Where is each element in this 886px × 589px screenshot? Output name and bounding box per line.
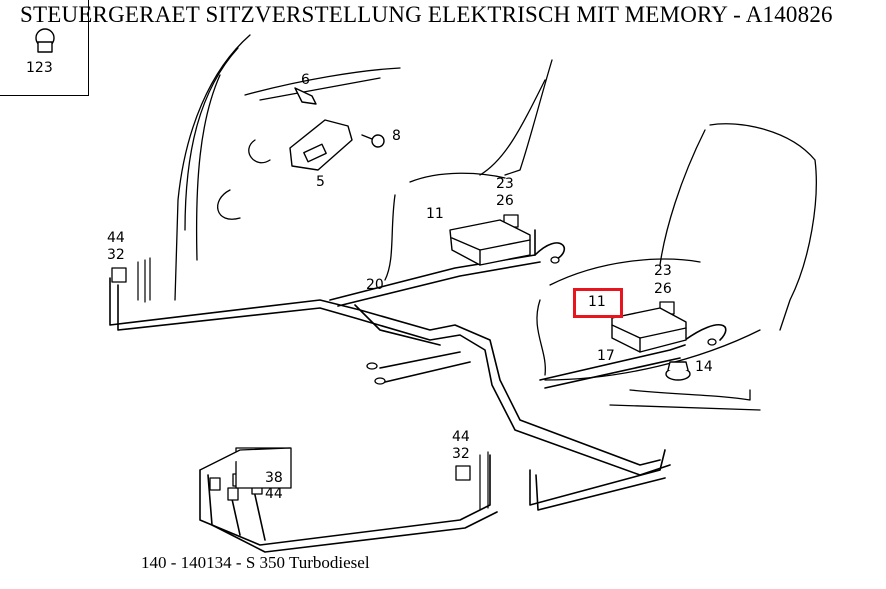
callout-5[interactable]: 5 [316,174,325,190]
callout-23-upper[interactable]: 23 [496,176,514,192]
connectors [111,214,717,501]
front-seat-outline [384,59,553,281]
callout-32-left[interactable]: 32 [107,247,125,263]
callout-32-middle[interactable]: 32 [452,446,470,462]
callout-14[interactable]: 14 [695,359,713,375]
model-caption: 140 - 140134 - S 350 Turbodiesel [141,553,370,572]
inset-part-number: 123 [26,60,53,76]
inset-frame [0,0,89,96]
switch-assembly [289,87,385,171]
grommet [665,361,691,381]
selected-part-highlight [573,288,623,318]
control-unit-lower [611,307,687,353]
callout-6[interactable]: 6 [301,72,310,88]
callout-44-left[interactable]: 44 [107,230,125,246]
callout-38[interactable]: 38 [265,470,283,486]
callout-44-bottom[interactable]: 44 [265,486,283,502]
callout-20[interactable]: 20 [366,277,384,293]
callout-26-lower[interactable]: 26 [654,281,672,297]
callout-11-upper[interactable]: 11 [426,206,444,222]
diagram-title: STEUERGERAET SITZVERSTELLUNG ELEKTRISCH … [20,2,833,27]
clip-icon [35,28,55,53]
callout-44-middle[interactable]: 44 [452,429,470,445]
callout-23-lower[interactable]: 23 [654,263,672,279]
door-outline [174,34,401,301]
harness-main [109,229,727,553]
control-unit-upper [449,219,531,266]
cable-clips [137,257,489,511]
callout-8[interactable]: 8 [392,128,401,144]
callout-26-upper[interactable]: 26 [496,193,514,209]
callout-11-lower[interactable]: 11 [588,294,606,310]
callout-17[interactable]: 17 [597,348,615,364]
rear-seat-outline [536,123,817,411]
